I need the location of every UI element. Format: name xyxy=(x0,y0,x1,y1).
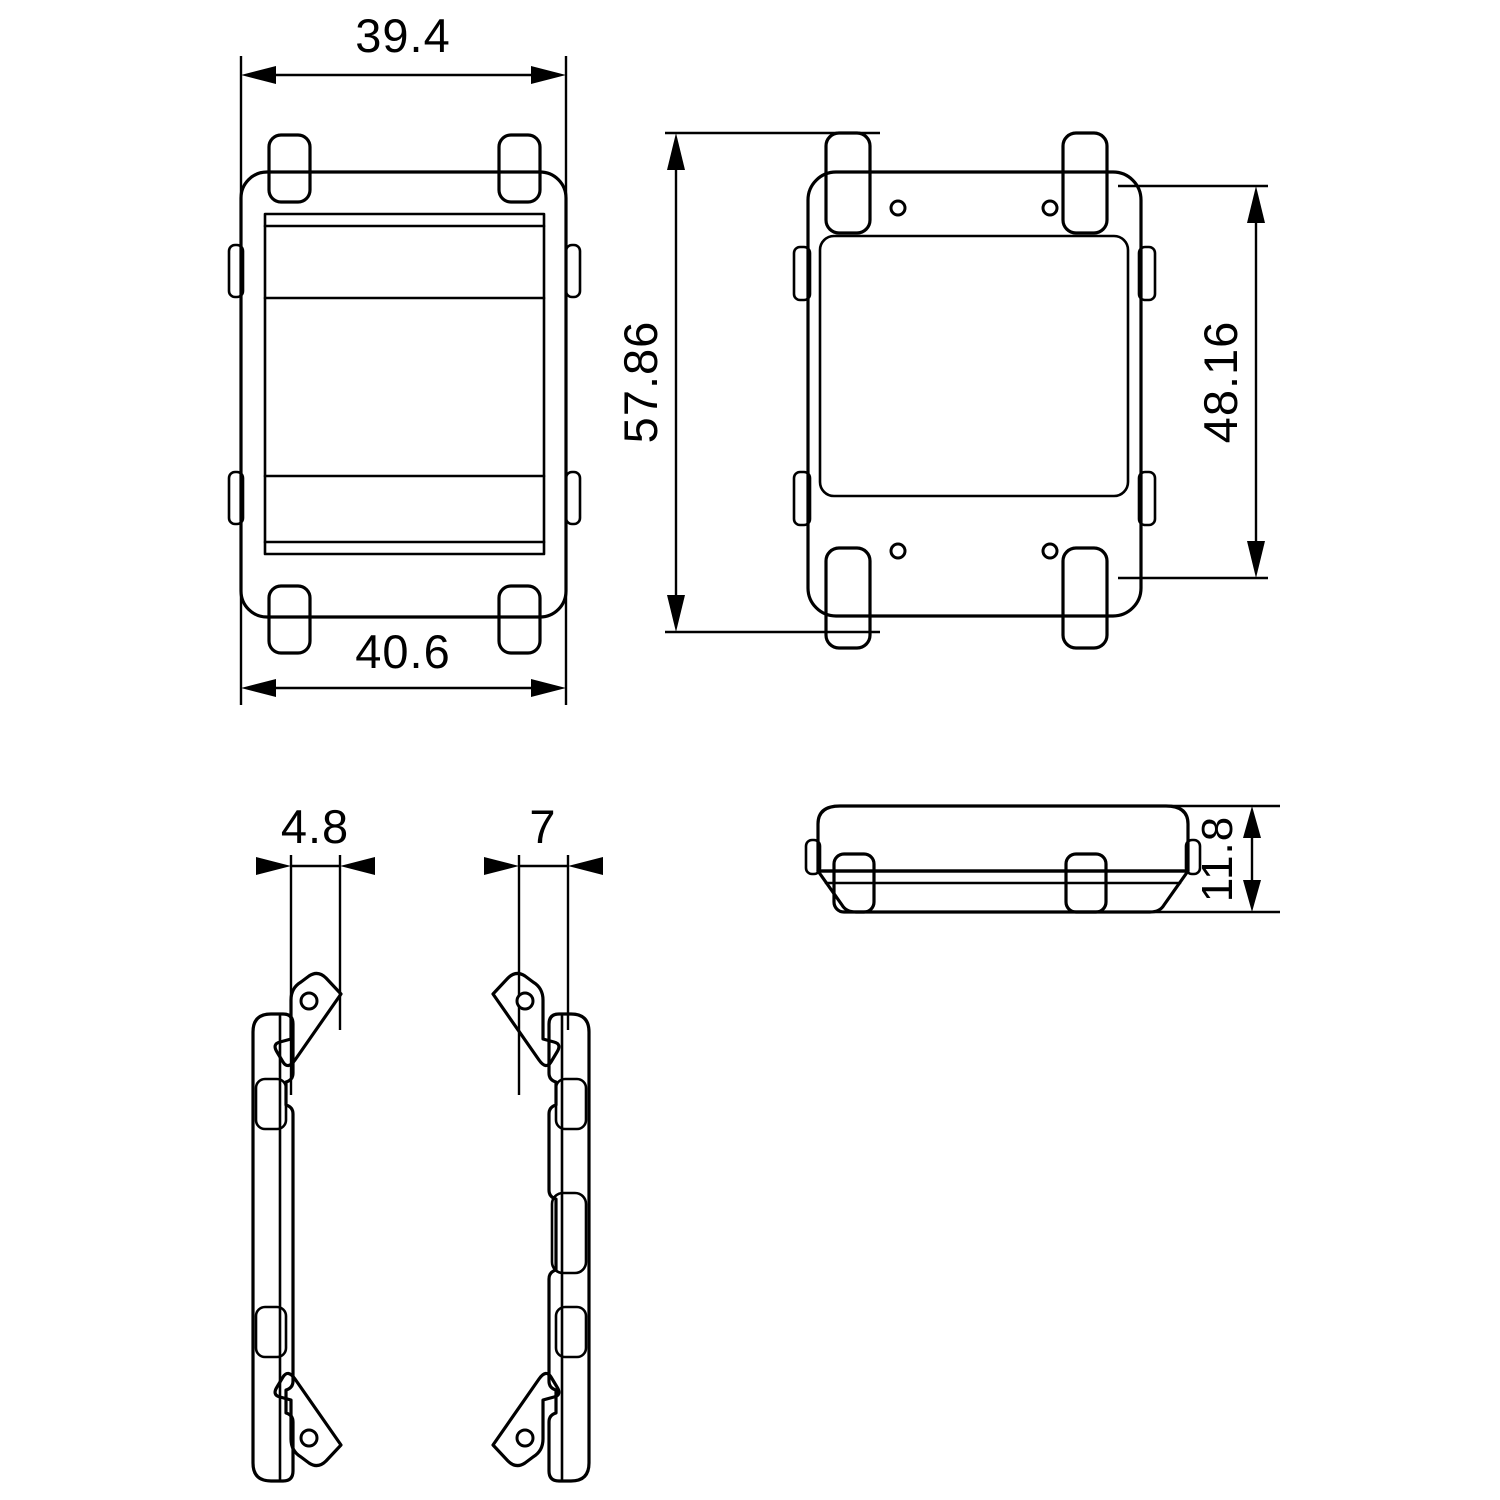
dimension-48-16-arrow-top xyxy=(1247,186,1265,223)
front-clip-top-right xyxy=(497,133,542,204)
front-clip-bottom-right xyxy=(497,584,542,655)
dimension-4-8-arrow-left xyxy=(256,857,291,875)
end-lower-shell xyxy=(816,869,1190,914)
dimension-39-4-label: 39.4 xyxy=(355,9,450,62)
dimension-57-86: 57.86 xyxy=(614,133,685,632)
dimension-11-8-arrow-top xyxy=(1243,806,1261,838)
dimension-57-86-arrow-bottom xyxy=(667,595,685,632)
right-side-nub-upper xyxy=(554,1077,588,1131)
dimension-40-6: 40.6 xyxy=(241,625,566,697)
rear-hole-bottom-left xyxy=(889,542,907,560)
front-clip-top-left xyxy=(267,133,312,204)
dimension-40-6-arrow-right xyxy=(531,679,566,697)
dimension-48-16: 48.16 xyxy=(1194,186,1265,578)
left-side-body xyxy=(251,1012,295,1483)
rear-clip-top-left xyxy=(824,131,872,235)
left-side-wing-top xyxy=(273,971,343,1068)
left-side-view: 4.8 xyxy=(251,800,375,1483)
rear-back-plate xyxy=(818,234,1130,498)
end-clip-right xyxy=(1064,852,1108,914)
rear-side-nub-left-upper xyxy=(792,245,812,302)
left-side-wing-bottom-hole xyxy=(299,1428,319,1448)
dimension-57-86-arrow-top xyxy=(667,133,685,170)
front-view: 39.4 40.6 xyxy=(227,9,582,705)
dimension-39-4-arrow-right xyxy=(531,66,566,84)
rear-view: 57.86 48.16 xyxy=(614,131,1268,650)
dimension-7-label: 7 xyxy=(529,800,556,853)
rear-clip-bottom-left xyxy=(824,546,872,650)
dimension-48-16-label: 48.16 xyxy=(1194,321,1247,444)
rear-hole-bottom-right xyxy=(1041,542,1059,560)
right-side-nub-center xyxy=(550,1191,588,1275)
dimension-40-6-arrow-left xyxy=(241,679,276,697)
dimension-7-arrow-left xyxy=(484,857,519,875)
end-upper-shell xyxy=(816,804,1190,873)
rear-side-nub-right-lower xyxy=(1137,470,1157,527)
end-clip-left xyxy=(832,852,876,914)
left-side-nub-lower xyxy=(254,1305,288,1359)
end-side-nub-right xyxy=(1184,838,1202,876)
front-clip-bottom-left xyxy=(267,584,312,655)
dimension-40-6-label: 40.6 xyxy=(355,625,450,678)
front-side-nub-left-upper xyxy=(227,243,245,299)
dimension-7: 7 xyxy=(484,800,603,875)
end-side-nub-left xyxy=(804,838,822,876)
dimension-11-8: 11.8 xyxy=(1193,806,1261,912)
front-side-nub-right-upper xyxy=(564,243,582,299)
left-side-wing-bottom xyxy=(273,1371,343,1468)
right-side-wing-bottom xyxy=(491,1371,561,1468)
dimension-48-16-arrow-bottom xyxy=(1247,541,1265,578)
left-side-nub-upper xyxy=(254,1077,288,1131)
rear-hole-top-left xyxy=(889,199,907,217)
rear-side-nub-left-lower xyxy=(792,470,812,527)
front-side-nub-right-lower xyxy=(564,470,582,526)
dimension-57-86-label: 57.86 xyxy=(614,321,667,444)
right-side-wing-top xyxy=(491,971,561,1068)
end-view: 11.8 xyxy=(804,804,1280,914)
dimension-7-arrow-right xyxy=(568,857,603,875)
rear-side-nub-right-upper xyxy=(1137,245,1157,302)
dimension-39-4: 39.4 xyxy=(241,9,566,84)
front-inner-panel xyxy=(263,212,546,556)
rear-hole-top-right xyxy=(1041,199,1059,217)
dimension-39-4-arrow-left xyxy=(241,66,276,84)
right-side-nub-lower xyxy=(554,1305,588,1359)
right-side-wing-bottom-hole xyxy=(515,1428,535,1448)
right-side-body xyxy=(547,1012,591,1483)
right-side-wing-top-hole xyxy=(515,991,535,1011)
dimension-4-8-label: 4.8 xyxy=(281,800,349,853)
rear-clip-top-right xyxy=(1061,131,1109,235)
rear-clip-bottom-right xyxy=(1061,546,1109,650)
rear-housing-body xyxy=(806,170,1143,618)
front-housing-body xyxy=(239,170,568,619)
left-side-wing-top-hole xyxy=(299,991,319,1011)
dimension-4-8-arrow-right xyxy=(340,857,375,875)
dimension-4-8: 4.8 xyxy=(256,800,375,875)
dimension-11-8-arrow-bottom xyxy=(1243,880,1261,912)
right-side-view: 7 xyxy=(484,800,603,1483)
front-side-nub-left-lower xyxy=(227,470,245,526)
